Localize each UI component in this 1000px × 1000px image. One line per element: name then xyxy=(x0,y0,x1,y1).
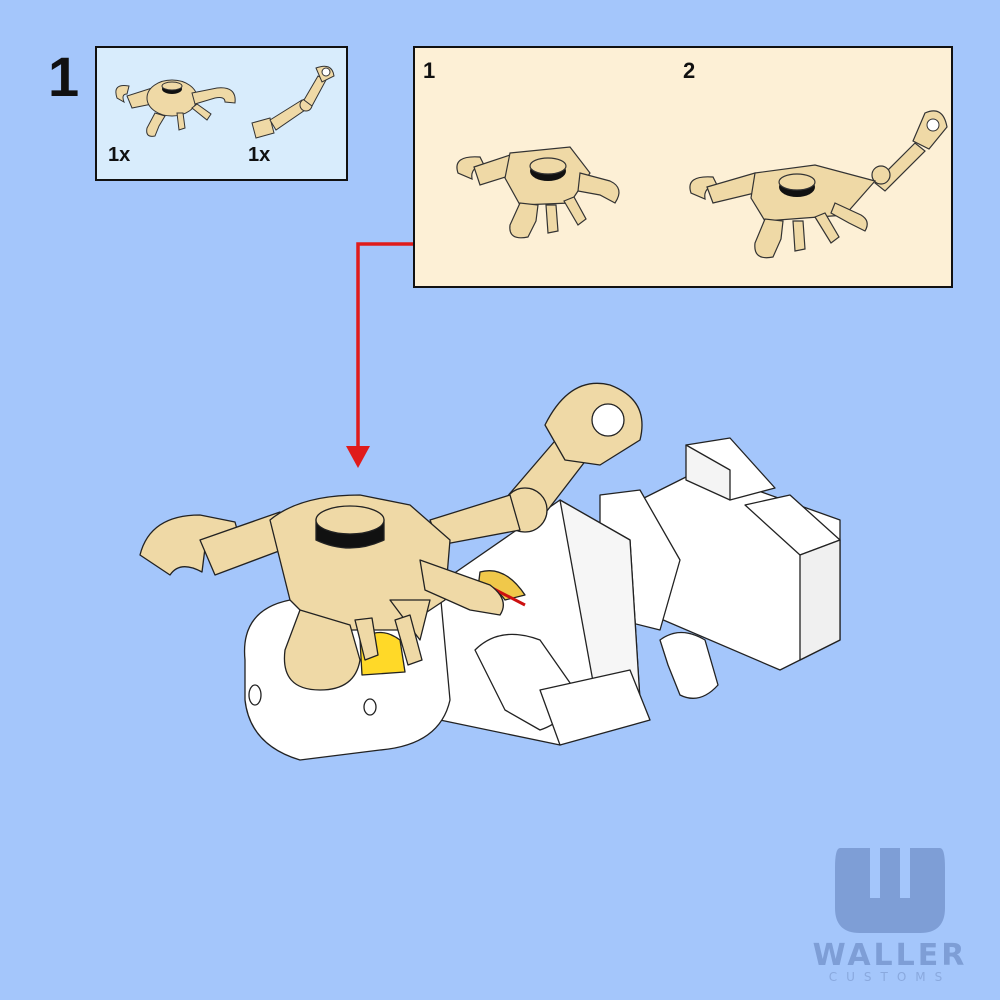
step-number: 1 xyxy=(48,45,80,108)
waller-logo-icon xyxy=(835,848,945,933)
crab-part-quantity: 1x xyxy=(108,144,131,166)
crab-part-icon xyxy=(115,79,236,137)
sub-step-2-crab-arm-icon xyxy=(689,110,948,259)
parts-list-box: 1x 1x xyxy=(95,46,348,181)
sub-step-1-label: 1 xyxy=(423,58,436,83)
logo-subtext: CUSTOMS xyxy=(828,970,952,984)
logo-text: WALLER xyxy=(812,938,968,973)
arm-part-icon xyxy=(251,65,335,139)
sub-assembly-box: 1 2 xyxy=(413,46,953,288)
sub-step-1-crab-icon xyxy=(456,146,620,239)
sub-step-2-label: 2 xyxy=(683,58,696,83)
arm-part-quantity: 1x xyxy=(248,144,271,166)
